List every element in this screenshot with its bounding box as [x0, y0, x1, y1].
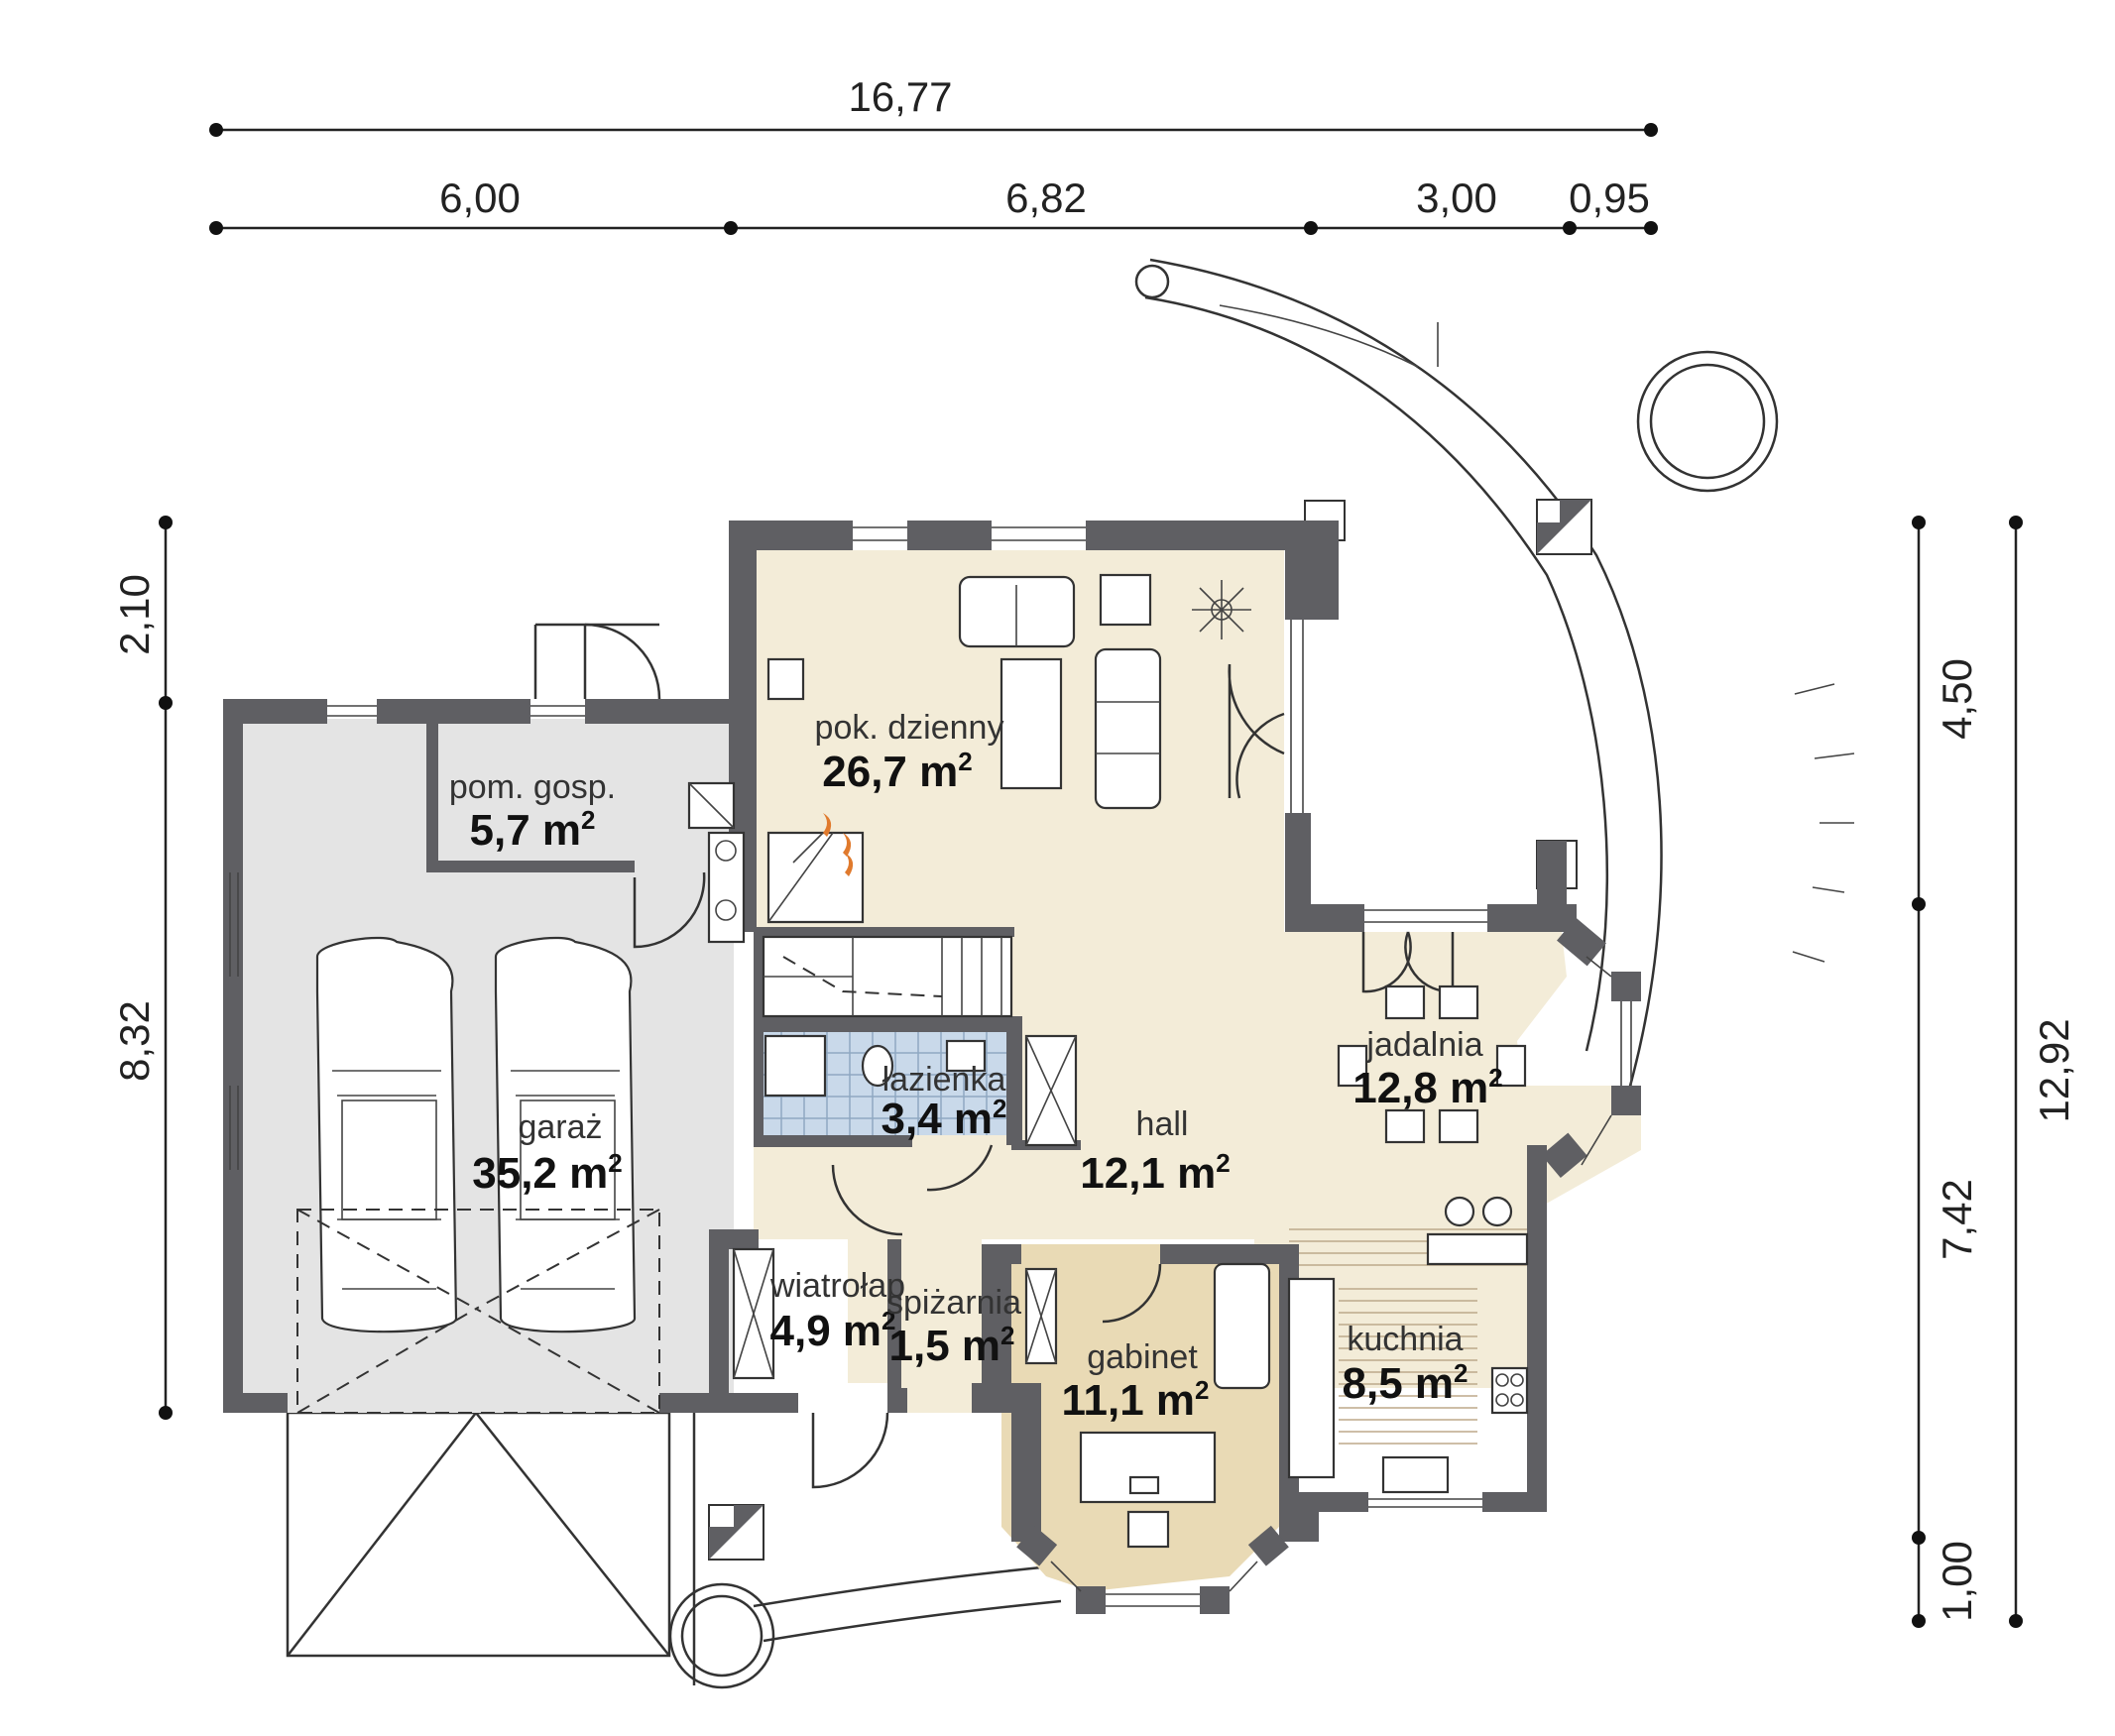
- dim-left-seg-1: 2,10: [111, 574, 158, 655]
- dim-right-total: 12,92: [2031, 1018, 2077, 1122]
- room-area-pantry: 1,5 m2: [889, 1321, 1015, 1370]
- room-name-study: gabinet: [1087, 1338, 1198, 1376]
- room-name-bathroom: łazienka: [882, 1061, 1006, 1099]
- room-area-dining: 12,8 m2: [1352, 1063, 1502, 1112]
- dim-right-seg-1: 4,50: [1934, 658, 1980, 740]
- garage-door-swing: [296, 1209, 660, 1414]
- kitchen-furniture: [1287, 1196, 1529, 1494]
- room-area-vestibule: 4,9 m2: [770, 1306, 896, 1355]
- stairs: [762, 935, 1013, 1018]
- wardrobes: [732, 1034, 1078, 1380]
- doors: [533, 623, 1455, 1489]
- room-labels: pok. dzienny 26,7 m2 pom. gosp. 5,7 m2 ł…: [449, 709, 1503, 1425]
- room-name-pantry: spiżarnia: [886, 1284, 1021, 1322]
- room-name-vestibule: wiatrołap: [769, 1267, 905, 1305]
- walls: [223, 521, 1641, 1614]
- main-floor: [754, 550, 1641, 1413]
- dimension-ticks: [159, 123, 2023, 1628]
- room-area-garage: 35,2 m2: [472, 1148, 622, 1198]
- room-name-utility: pom. gosp.: [449, 768, 616, 806]
- room-area-bathroom: 3,4 m2: [881, 1094, 1007, 1143]
- room-area-utility: 5,7 m2: [470, 805, 596, 855]
- room-name-hall: hall: [1136, 1105, 1189, 1143]
- windows: [229, 526, 1632, 1607]
- room-name-kitchen: kuchnia: [1347, 1321, 1463, 1358]
- room-area-kitchen: 8,5 m2: [1343, 1358, 1469, 1408]
- fireplace-flames: [823, 813, 854, 876]
- car-left: [315, 936, 458, 1333]
- room-name-dining: jadalnia: [1365, 1026, 1482, 1064]
- utility-appliances: [687, 781, 746, 944]
- dim-right-seg-3: 1,00: [1934, 1541, 1980, 1622]
- room-area-living: 26,7 m2: [822, 747, 972, 796]
- room-area-study: 11,1 m2: [1061, 1375, 1209, 1425]
- room-name-garage: garaż: [518, 1108, 602, 1146]
- dim-top-seg-1: 6,00: [439, 174, 521, 221]
- room-name-living: pok. dzienny: [815, 709, 1004, 747]
- dim-top-total: 16,77: [848, 73, 952, 120]
- room-area-hall: 12,1 m2: [1080, 1148, 1230, 1198]
- dim-top-seg-2: 6,82: [1005, 174, 1087, 221]
- entrance-terrace: [286, 1388, 1062, 1689]
- dimension-lines: [164, 128, 2018, 1621]
- kitchen-floor-lines: [1289, 1228, 1527, 1445]
- car-right: [494, 936, 637, 1333]
- study-furniture: [1079, 1262, 1271, 1549]
- dining-furniture: [1337, 984, 1527, 1144]
- bathroom-fixtures: [764, 1034, 987, 1098]
- living-furniture: [766, 573, 1251, 924]
- dim-top-seg-4: 0,95: [1569, 174, 1650, 221]
- dim-top-seg-3: 3,00: [1416, 174, 1497, 221]
- dim-left-seg-2: 8,32: [111, 1000, 158, 1082]
- study-floor: [1001, 1244, 1279, 1591]
- dim-right-seg-2: 7,42: [1934, 1179, 1980, 1260]
